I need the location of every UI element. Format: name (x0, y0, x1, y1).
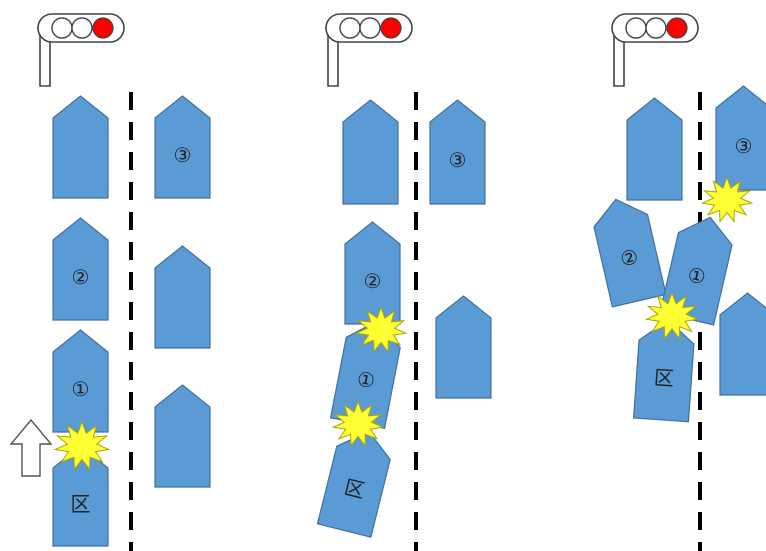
car: ② (593, 198, 667, 308)
car-body-shape (429, 99, 486, 205)
car-body-shape (715, 85, 766, 191)
signal-red-lamp (380, 17, 402, 39)
car-body-shape (719, 292, 766, 396)
car: ① (329, 320, 401, 429)
car: ② (52, 217, 109, 321)
scene-panel-1: ③ ② ① 区 (9, 13, 211, 551)
up-arrow-icon (9, 418, 53, 477)
car: ③ (715, 85, 766, 191)
car-body-shape (659, 216, 733, 326)
car-label: 区 (71, 492, 91, 516)
car-label: ① (72, 377, 90, 401)
scene-panel-3: ③ ② ① 区 (593, 13, 766, 551)
collision-burst-icon (53, 420, 111, 471)
car-label: ② (618, 244, 641, 271)
car (154, 245, 211, 349)
car: ③ (429, 99, 486, 205)
car-body-shape (626, 97, 683, 201)
collision-burst-icon (644, 291, 700, 340)
car: ① (52, 329, 109, 433)
car (52, 95, 109, 199)
car-label: ① (685, 262, 708, 289)
car-label: ① (355, 366, 377, 393)
car: ② (344, 221, 401, 325)
car-body-shape (154, 245, 211, 349)
car-body-shape (435, 295, 492, 399)
traffic-light-red-icon (325, 13, 413, 87)
car-label: ② (364, 269, 382, 293)
car-label: ③ (174, 143, 192, 167)
signal-red-lamp (666, 17, 688, 39)
car-body-shape (52, 329, 109, 433)
car: ③ (154, 95, 211, 199)
signal-red-lamp (92, 17, 114, 39)
car (154, 384, 211, 488)
car-body-shape (344, 221, 401, 325)
car (342, 99, 399, 205)
car-body-shape (154, 95, 211, 199)
car-label: ② (72, 265, 90, 289)
traffic-light-red-icon (37, 13, 125, 87)
car-body-shape (154, 384, 211, 488)
collision-burst-icon (331, 400, 385, 448)
car (626, 97, 683, 201)
car-label: 区 (653, 365, 675, 390)
car: ① (659, 216, 733, 326)
collision-burst-icon (354, 306, 408, 354)
collision-burst-icon (700, 176, 754, 224)
car-label: ③ (735, 134, 753, 158)
car-label: ③ (449, 148, 467, 172)
car-body-shape (342, 99, 399, 205)
scene-panel-2: ③ ② ① 区 (316, 13, 492, 551)
car-body-shape (52, 95, 109, 199)
traffic-light-red-icon (611, 13, 699, 87)
car: 区 (316, 430, 391, 538)
car (435, 295, 492, 399)
car-body-shape (52, 217, 109, 321)
car-body-shape (593, 198, 667, 308)
car (719, 292, 766, 396)
